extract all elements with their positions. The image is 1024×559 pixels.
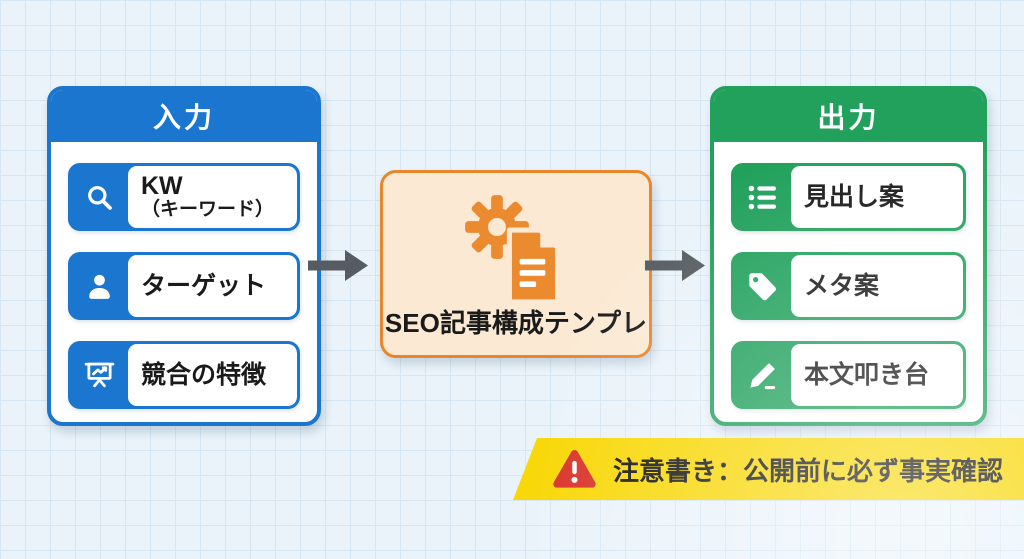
output-panel: 出力 見出し案 [710, 86, 987, 426]
list-icon [734, 166, 791, 228]
process-icons [383, 173, 649, 307]
output-item-label: 本文叩き台 [804, 360, 930, 389]
tag-icon [734, 255, 791, 317]
input-item-label: KW [141, 172, 183, 201]
output-item-meta: メタ案 [731, 252, 966, 320]
warning-banner-text: 注意書き：公開前に必ず事実確認 [613, 455, 1004, 486]
input-item-competitors-text: 競合の特徴 [128, 344, 297, 406]
input-item-label: 競合の特徴 [141, 360, 267, 389]
output-item-draft-text: 本文叩き台 [791, 344, 963, 406]
warning-icon [551, 448, 598, 491]
process-box: SEO記事構成テンプレ [380, 170, 652, 358]
input-panel-body: KW （キーワード） ターゲット [51, 142, 317, 422]
input-item-keyword: KW （キーワード） [68, 163, 300, 231]
input-panel-title: 入力 [51, 90, 317, 142]
output-item-headings-text: 見出し案 [791, 166, 963, 228]
output-item-meta-text: メタ案 [791, 255, 963, 317]
input-item-competitors: 競合の特徴 [68, 341, 300, 409]
warning-banner: 注意書き：公開前に必ず事実確認 [513, 438, 1024, 500]
input-item-target-text: ターゲット [128, 255, 297, 317]
pencil-icon [734, 344, 791, 406]
output-item-headings: 見出し案 [731, 163, 966, 231]
output-item-label: 見出し案 [804, 182, 905, 211]
search-icon [71, 166, 128, 228]
input-panel: 入力 KW （キーワード） ターゲット [47, 86, 321, 426]
input-item-label: ターゲット [141, 271, 267, 300]
flow-arrow-input-to-template [308, 250, 368, 281]
input-item-sublabel: （キーワード） [141, 199, 275, 221]
flow-arrow-template-to-output [645, 250, 705, 281]
output-panel-body: 見出し案 メタ案 [714, 142, 983, 422]
output-panel-title: 出力 [714, 90, 983, 142]
process-label: SEO記事構成テンプレ [384, 308, 648, 338]
document-icon [503, 227, 561, 310]
presentation-chart-icon [71, 344, 128, 406]
input-item-keyword-text: KW （キーワード） [128, 166, 297, 228]
output-item-label: メタ案 [804, 271, 880, 300]
input-item-target: ターゲット [68, 252, 300, 320]
output-item-draft: 本文叩き台 [731, 341, 966, 409]
user-icon [71, 255, 128, 317]
